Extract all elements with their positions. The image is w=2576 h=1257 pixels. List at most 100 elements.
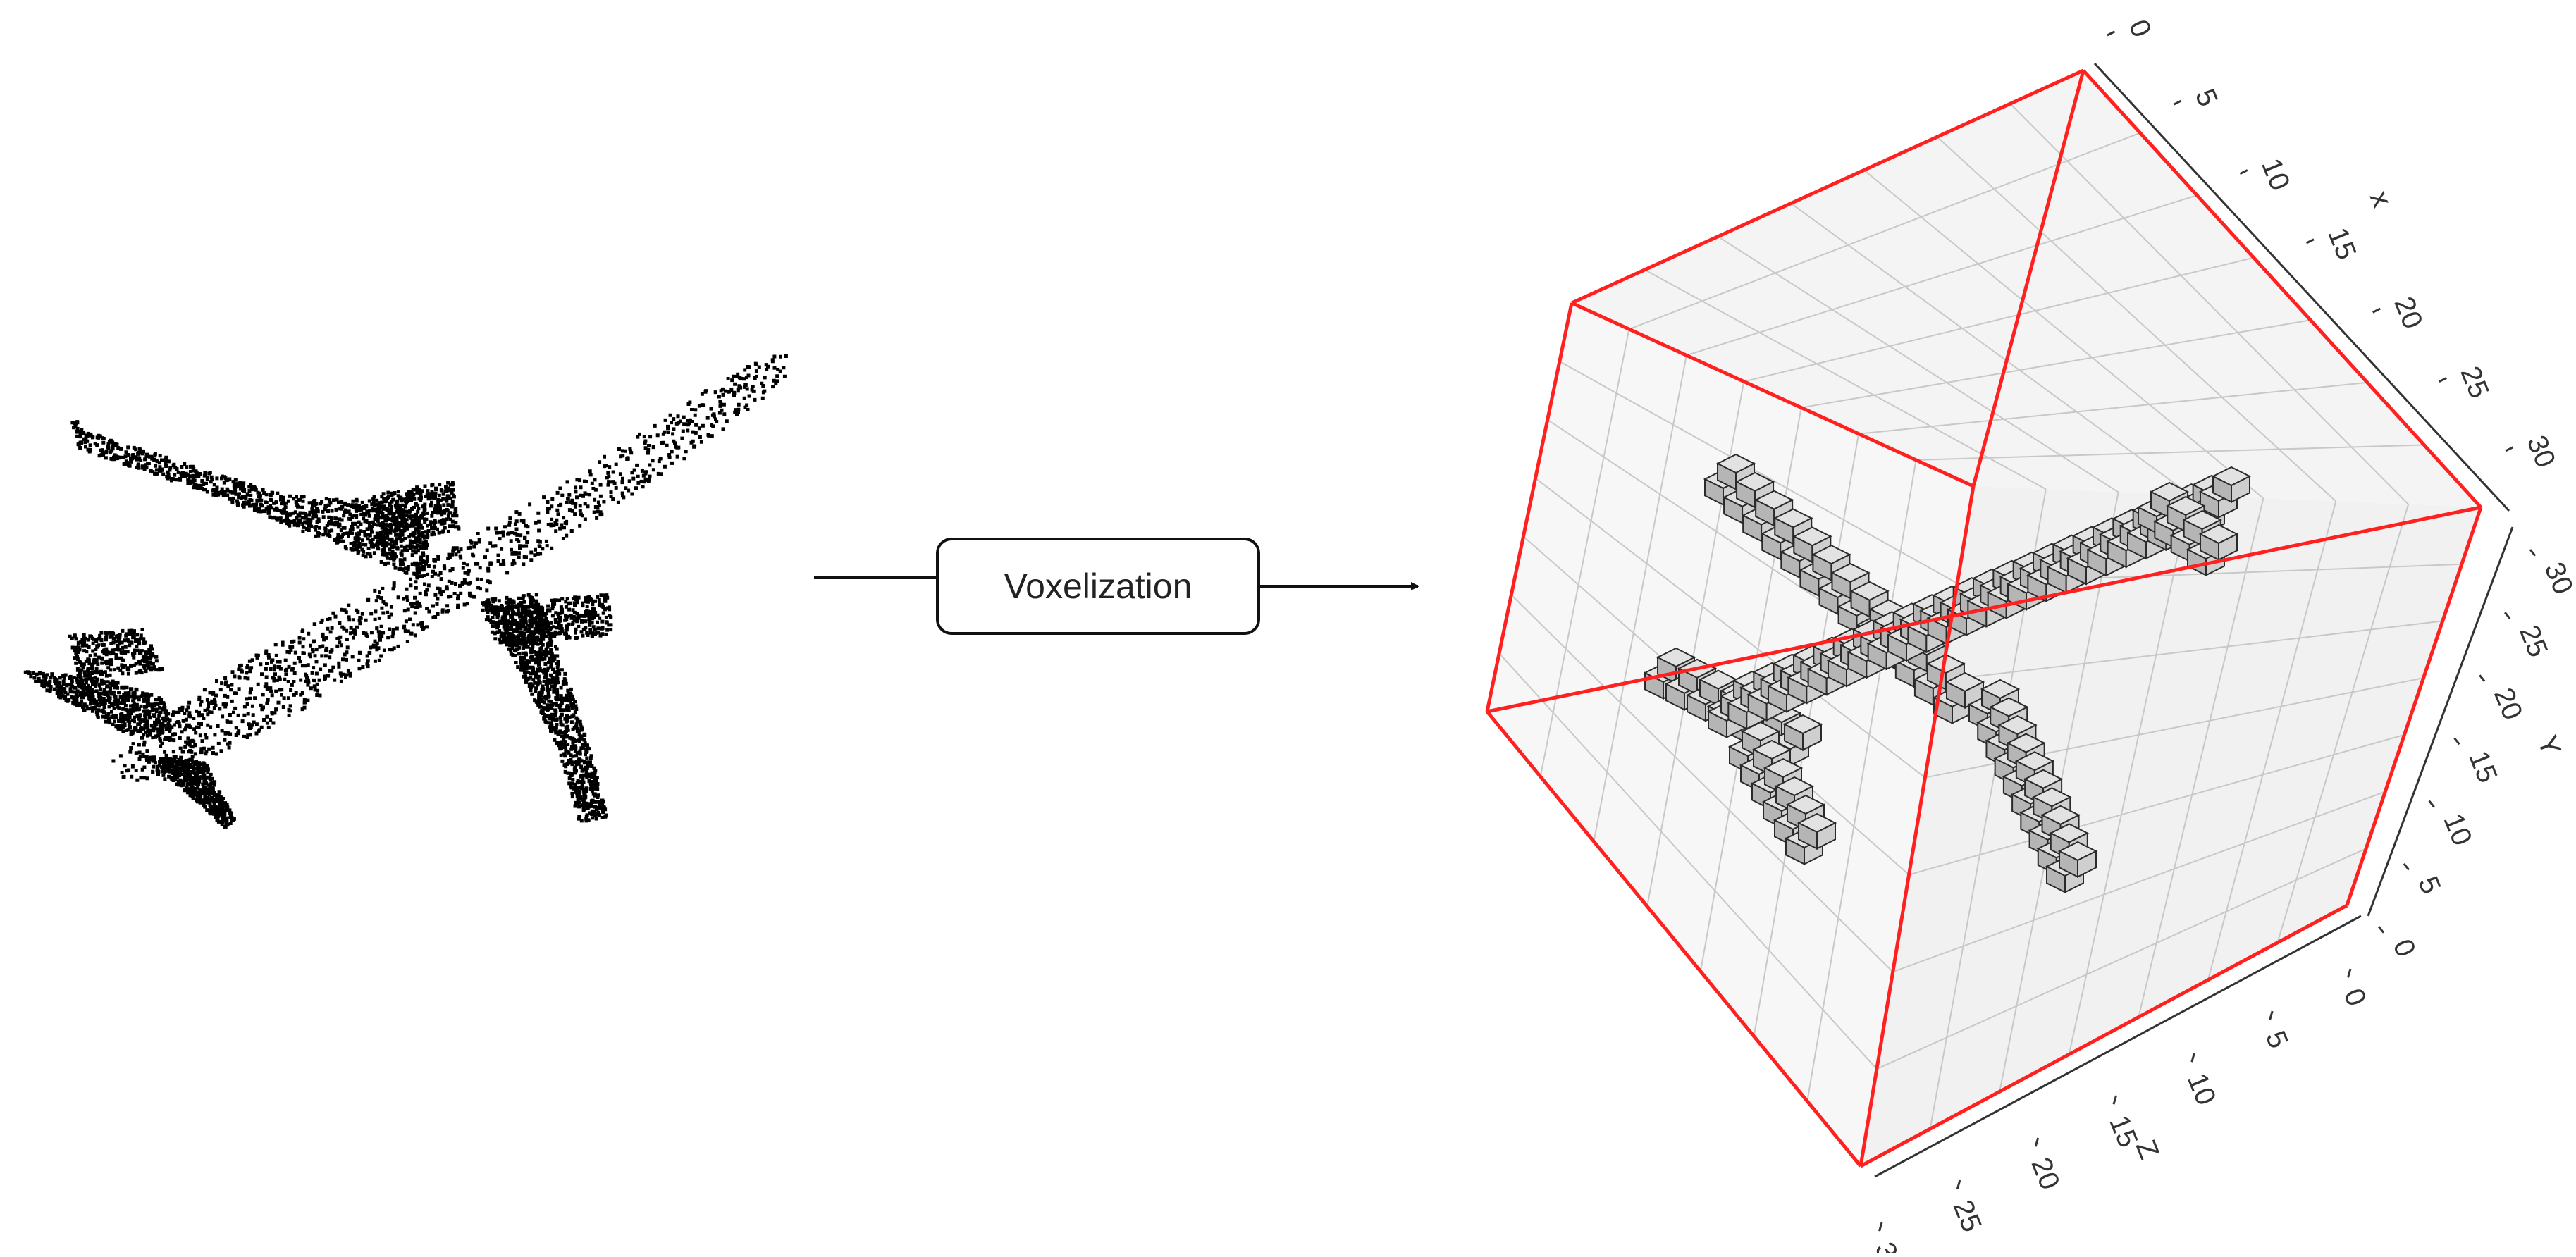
x-tick-mark xyxy=(2372,307,2381,314)
x-tick-mark xyxy=(2305,238,2315,244)
y-tick-mark xyxy=(2453,737,2460,745)
z-tick-label: 5 xyxy=(2260,1027,2294,1053)
x-axis-line xyxy=(2093,62,2510,512)
left-gridline xyxy=(1539,328,1630,777)
bounding-box-edge xyxy=(1971,70,2085,487)
bounding-box-edge xyxy=(1570,68,2085,305)
back-gridline xyxy=(1717,235,2119,493)
z-tick-mark xyxy=(2269,1010,2274,1020)
y-tick-label: 25 xyxy=(2513,621,2553,662)
nose-voxel xyxy=(2198,524,2239,562)
y-tick-label: 15 xyxy=(2463,746,2503,787)
voxel-right-face xyxy=(1816,822,1836,850)
y-tick-label: 10 xyxy=(2437,810,2477,850)
left-gridline xyxy=(1806,459,1917,1102)
z-tick-mark xyxy=(2034,1137,2040,1147)
floor-gridline xyxy=(2138,497,2264,1017)
floor-gridline xyxy=(1892,791,2386,973)
voxel-right-face xyxy=(2231,475,2250,504)
x-tick-label: 10 xyxy=(2255,154,2295,195)
x-tick-label: 0 xyxy=(2123,16,2157,42)
z-tick-label: 10 xyxy=(2181,1069,2221,1110)
x-tick-label: 30 xyxy=(2521,431,2561,472)
z-axis-line xyxy=(1874,915,2362,1178)
x-tick-mark xyxy=(2107,30,2116,37)
y-tick-mark xyxy=(2503,612,2511,619)
right-wing-voxel xyxy=(2057,841,2098,879)
x-tick-mark xyxy=(2439,377,2448,383)
y-tick-mark xyxy=(2377,926,2385,934)
bounding-box-edge xyxy=(1570,301,1975,488)
x-tick-mark xyxy=(2505,446,2514,452)
point-cloud-tail-fin xyxy=(68,628,164,679)
voxelization-process-box: Voxelization xyxy=(936,538,1260,635)
back-gridline xyxy=(1744,256,2254,383)
z-tick-label: 25 xyxy=(1947,1196,1987,1237)
y-axis-line xyxy=(2367,526,2514,917)
y-tick-mark xyxy=(2403,862,2410,871)
floor-gridline xyxy=(1941,620,2443,681)
x-tick-mark xyxy=(2173,99,2182,106)
point-cloud-fuselage xyxy=(111,354,788,782)
stabilizer-voxel xyxy=(1797,812,1837,850)
y-tick-mark xyxy=(2529,549,2537,557)
voxel-right-face xyxy=(2218,533,2238,562)
point-cloud-left-wing xyxy=(70,420,430,578)
point-cloud-lower-stabilizer xyxy=(144,755,236,829)
back-gridline xyxy=(1863,169,2264,499)
bounding-box-edge xyxy=(1486,710,1862,1168)
z-tick-label: 0 xyxy=(2338,984,2372,1010)
voxel-right-face xyxy=(1802,723,1822,752)
point-cloud-horizontal-stabilizer xyxy=(23,670,177,743)
point-cloud-engine-top xyxy=(371,481,461,546)
y-tick-label: 30 xyxy=(2539,558,2576,599)
back-gridline xyxy=(1644,268,2047,490)
floor-gridline xyxy=(1909,733,2405,876)
y-axis-title: Y xyxy=(2532,731,2567,760)
z-tick-mark xyxy=(2190,1053,2195,1063)
axis-lines xyxy=(1874,62,2514,1178)
y-tick-mark xyxy=(2428,800,2435,808)
floor-gridline xyxy=(2207,501,2337,980)
z-tick-mark xyxy=(1878,1222,1883,1232)
x-tick-label: 20 xyxy=(2388,292,2428,333)
left-gridline xyxy=(1593,355,1687,842)
fuselage-voxel xyxy=(2211,466,2252,504)
y-tick-label: 5 xyxy=(2412,872,2446,898)
y-tick-label: 0 xyxy=(2387,935,2422,961)
back-gridline xyxy=(1936,136,2336,502)
left-wing-voxel xyxy=(1830,562,1871,600)
z-tick-mark xyxy=(2112,1095,2117,1105)
back-gridline xyxy=(2009,103,2409,505)
bounding-box-edge xyxy=(2345,507,2483,906)
point-cloud-right-wing xyxy=(481,593,608,823)
left-gridline xyxy=(1534,477,1926,779)
x-tick-mark xyxy=(2239,169,2248,175)
z-tick-mark xyxy=(2347,968,2352,978)
x-tick-label: 25 xyxy=(2454,362,2494,403)
tail-voxel xyxy=(1782,714,1823,752)
x-axis-title: x xyxy=(2364,187,2398,211)
bounding-box-edge xyxy=(2082,69,2482,509)
left-gridline xyxy=(1559,360,1958,584)
y-tick-label: 20 xyxy=(2488,683,2528,724)
y-tick-mark xyxy=(2479,674,2486,683)
back-gridline xyxy=(1859,381,2367,435)
bounding-box-edge xyxy=(1859,485,1976,1167)
left-gridline xyxy=(1498,652,1878,1070)
bounding-box-edge xyxy=(1859,903,2348,1168)
voxel-airplane xyxy=(1643,453,2252,894)
back-gridline xyxy=(1629,132,2140,330)
z-tick-label: 30 xyxy=(1869,1238,1909,1253)
floor-gridline xyxy=(2276,504,2410,943)
nose-voxel xyxy=(2166,495,2206,533)
point-cloud-airplane xyxy=(23,354,788,829)
voxel-right-face xyxy=(2077,850,2097,879)
voxelization-label: Voxelization xyxy=(1004,566,1193,606)
bounding-box-edge xyxy=(1485,302,1574,712)
floor-gridline xyxy=(1876,848,2367,1070)
z-tick-label: 20 xyxy=(2025,1153,2065,1194)
x-tick-label: 15 xyxy=(2322,223,2362,264)
